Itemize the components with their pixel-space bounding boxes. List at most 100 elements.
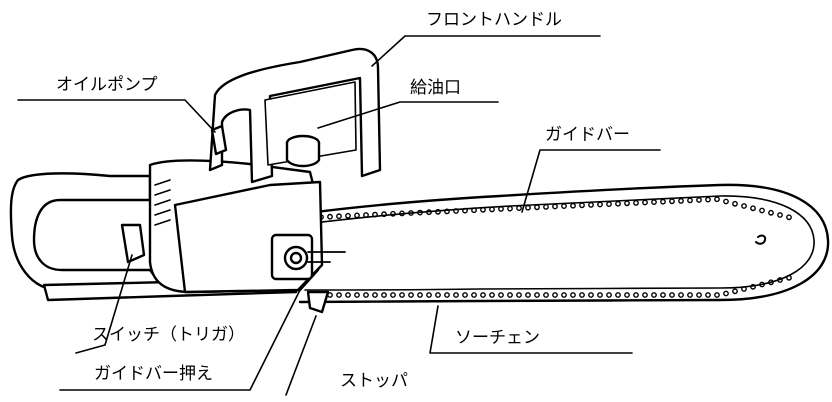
chain-link xyxy=(651,292,657,298)
chain-link xyxy=(588,201,594,208)
chain-link xyxy=(516,205,522,212)
chain-link xyxy=(561,203,567,210)
chain-link xyxy=(498,292,504,298)
chain-link xyxy=(525,204,531,211)
tension-screw xyxy=(307,251,346,263)
chain-link xyxy=(759,207,765,214)
chain-link xyxy=(408,292,414,298)
leader-guide-bar-clamp xyxy=(59,289,301,391)
chain-link xyxy=(750,205,756,212)
chain-link xyxy=(759,281,765,288)
chain-link xyxy=(345,292,351,298)
chain-link xyxy=(642,292,648,298)
guide-bar xyxy=(298,183,830,304)
chain-link xyxy=(768,209,774,216)
chain-link xyxy=(768,279,774,286)
motor-body xyxy=(9,159,346,314)
chain-link xyxy=(579,292,585,298)
chain-link xyxy=(507,205,513,212)
chain-link xyxy=(426,292,432,298)
chain-link xyxy=(723,198,729,205)
chain-link xyxy=(723,290,729,297)
chain-link xyxy=(687,197,693,204)
chain-link xyxy=(606,201,612,208)
chain-link xyxy=(525,292,531,298)
chain-link xyxy=(642,199,648,206)
chain-link xyxy=(633,199,639,206)
label-front-handle: フロントハンドル xyxy=(426,10,562,30)
label-oil-pump: オイルポンプ xyxy=(56,75,158,95)
label-oil-inlet: 給油口 xyxy=(410,78,461,98)
chain-link xyxy=(426,209,432,216)
leader-oil-pump xyxy=(17,99,216,133)
chain-link xyxy=(399,292,405,298)
chain-link xyxy=(660,292,666,298)
bar-edge xyxy=(304,195,815,291)
label-stopper: ストッパ xyxy=(340,371,408,391)
chain-link xyxy=(489,292,495,298)
chain-link xyxy=(390,210,396,217)
chain-link xyxy=(588,292,594,298)
chain-link xyxy=(354,292,360,298)
chain-link xyxy=(561,292,567,298)
leader-lines xyxy=(17,35,661,396)
chain-link xyxy=(579,202,585,209)
chain-link xyxy=(435,292,441,298)
chain-link xyxy=(597,292,603,298)
oil-pump-button xyxy=(210,124,228,156)
chain-link xyxy=(687,292,693,298)
chain-link xyxy=(660,198,666,205)
chain-link xyxy=(489,206,495,213)
chain-link xyxy=(651,199,657,206)
chain-link xyxy=(633,292,639,298)
chain-link xyxy=(327,213,333,220)
chain-link xyxy=(570,202,576,209)
chain-link xyxy=(381,211,387,218)
saw-chain-outline xyxy=(298,183,830,304)
label-guide-bar: ガイドバー xyxy=(545,125,630,145)
chain-link xyxy=(363,212,369,218)
clamp-nut-center xyxy=(289,251,303,265)
chain-link xyxy=(534,204,540,211)
stopper xyxy=(306,290,330,314)
label-saw-chain: ソーチェン xyxy=(455,328,540,348)
chain-link xyxy=(678,197,684,204)
chain-link xyxy=(669,198,675,205)
chain-link xyxy=(597,201,603,208)
oil-cap-body xyxy=(285,141,321,168)
leader-switch xyxy=(75,254,133,354)
chain-link xyxy=(624,292,630,298)
chain-link xyxy=(732,288,738,295)
chain-link xyxy=(480,206,486,213)
chain-link xyxy=(714,196,720,203)
chain-link xyxy=(570,292,576,298)
leader-guide-bar xyxy=(521,149,661,213)
chain-link xyxy=(372,292,378,298)
chain-link xyxy=(480,292,486,298)
chain-link xyxy=(606,292,612,298)
label-guide-bar-clamp: ガイドバー押え xyxy=(94,364,213,384)
chain-link xyxy=(336,213,342,220)
leader-front-handle xyxy=(371,35,601,67)
chain-link xyxy=(786,274,792,281)
vent-slots xyxy=(154,179,171,226)
chain-link xyxy=(417,292,423,298)
trigger xyxy=(120,223,146,264)
chain-link xyxy=(678,292,684,298)
chain-link xyxy=(381,292,387,298)
chain-link xyxy=(462,292,468,298)
chain-link xyxy=(786,214,792,221)
chain-link xyxy=(543,292,549,298)
chain-link xyxy=(390,292,396,298)
chain-link xyxy=(444,292,450,298)
chain-link xyxy=(435,208,441,215)
leader-oil-inlet xyxy=(317,101,499,129)
chain-link xyxy=(372,211,378,218)
chain-link xyxy=(408,210,414,216)
chain-link xyxy=(498,206,504,212)
chain-link xyxy=(696,197,702,203)
leader-stopper xyxy=(285,315,317,396)
chain-link xyxy=(705,292,711,298)
chain-link xyxy=(336,292,342,298)
